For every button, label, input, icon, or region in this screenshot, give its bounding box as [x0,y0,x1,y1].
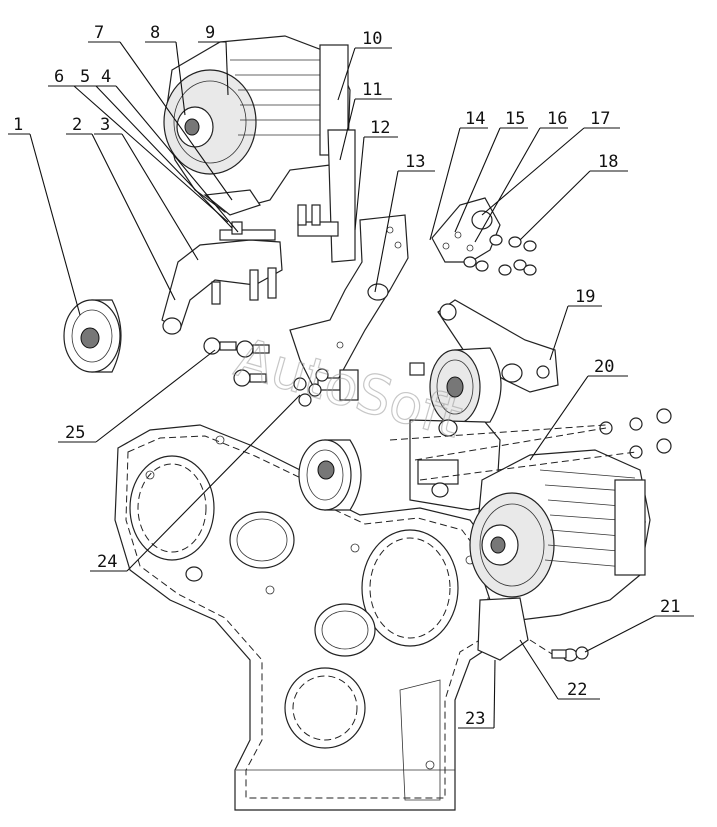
callout-number: 7 [94,23,104,43]
alternator-bracket-top [297,129,356,263]
callout-number: 23 [465,709,485,729]
bolts-center [293,362,425,407]
callout-12: 12 [354,118,398,231]
callout-1: 1 [8,115,81,316]
callout-leader-line [126,394,301,572]
callout-14: 14 [429,109,488,241]
callout-13: 13 [374,152,435,293]
callout-leader-line [225,41,229,96]
callout-number: 22 [567,680,587,700]
callout-leader-line [474,127,541,243]
callout-leader-line [519,170,591,241]
callout-number: 11 [362,80,382,100]
callout-21: 21 [584,597,694,653]
callout-22: 22 [519,639,600,700]
callout-leader-line [29,133,81,316]
callout-leader-line [374,170,399,293]
alternator-top [163,35,351,216]
callout-leader-line [481,127,585,216]
callout-number: 21 [660,597,680,617]
callout-leader-line [429,127,461,241]
callout-8: 8 [145,23,186,116]
callout-leader-line [549,305,569,361]
callout-20: 20 [529,357,628,461]
callout-number: 24 [97,552,117,572]
callout-16: 16 [474,109,568,243]
callout-18: 18 [519,152,628,241]
idler-pulley-left [63,299,122,373]
callout-number: 1 [13,115,23,135]
callout-leader-line [73,85,229,223]
callout-7: 7 [88,23,233,201]
callout-number: 16 [547,109,567,129]
callout-4: 4 [96,67,239,233]
callout-5: 5 [74,67,233,229]
callout-leader-line [115,85,239,233]
callout-23: 23 [458,659,496,729]
callout-leader-line [175,41,186,116]
callout-leader-line [584,615,656,653]
nuts-right [389,408,672,481]
callout-leader-line [339,98,356,161]
nuts-and-washers-right [463,234,537,276]
callout-number: 20 [594,357,614,377]
callout-leader-line [493,659,496,729]
callout-leader-line [91,133,176,301]
callout-leader-line [95,85,233,229]
tensioner-bracket-left [161,221,283,335]
callout-3: 3 [94,115,199,261]
callout-number: 12 [370,118,390,138]
callout-number: 8 [150,23,160,43]
callout-leader-line [529,375,589,461]
callout-number: 4 [101,67,111,87]
callout-2: 2 [66,115,176,301]
callout-24: 24 [90,394,301,572]
callout-10: 10 [337,29,392,101]
callout-number: 2 [72,115,82,135]
callout-leader-line [454,127,501,233]
callout-leader-line [119,41,233,201]
callout-leader-line [337,47,356,101]
callout-number: 13 [405,152,425,172]
callout-number: 14 [465,109,485,129]
callout-number: 15 [505,109,525,129]
callout-9: 9 [198,23,229,96]
callout-6: 6 [48,67,229,223]
callout-number: 19 [575,287,595,307]
bolt-21 [529,639,589,662]
callout-leader-line [519,639,559,700]
callout-leader-line [121,133,199,261]
callout-number: 17 [590,109,610,129]
callout-17: 17 [481,109,620,216]
callout-number: 3 [100,115,110,135]
mounting-bracket-center [289,214,409,401]
callout-number: 18 [598,152,618,172]
callout-number: 5 [80,67,90,87]
alternator-lower [469,449,651,661]
callout-number: 25 [65,423,85,443]
callout-19: 19 [549,287,602,361]
callout-leader-line [354,136,365,231]
callout-11: 11 [339,80,392,161]
alternator-bracket-lower [409,419,501,511]
callout-number: 9 [205,23,215,43]
callout-leader-line [95,349,216,443]
idler-pulley-center [298,439,362,511]
callout-15: 15 [454,109,528,233]
bolts-left [203,337,270,387]
timing-gear-cover [114,424,501,811]
callout-number: 6 [54,67,64,87]
callout-number: 10 [362,29,382,49]
callout-25: 25 [58,349,216,443]
belt-tensioner [429,299,559,425]
